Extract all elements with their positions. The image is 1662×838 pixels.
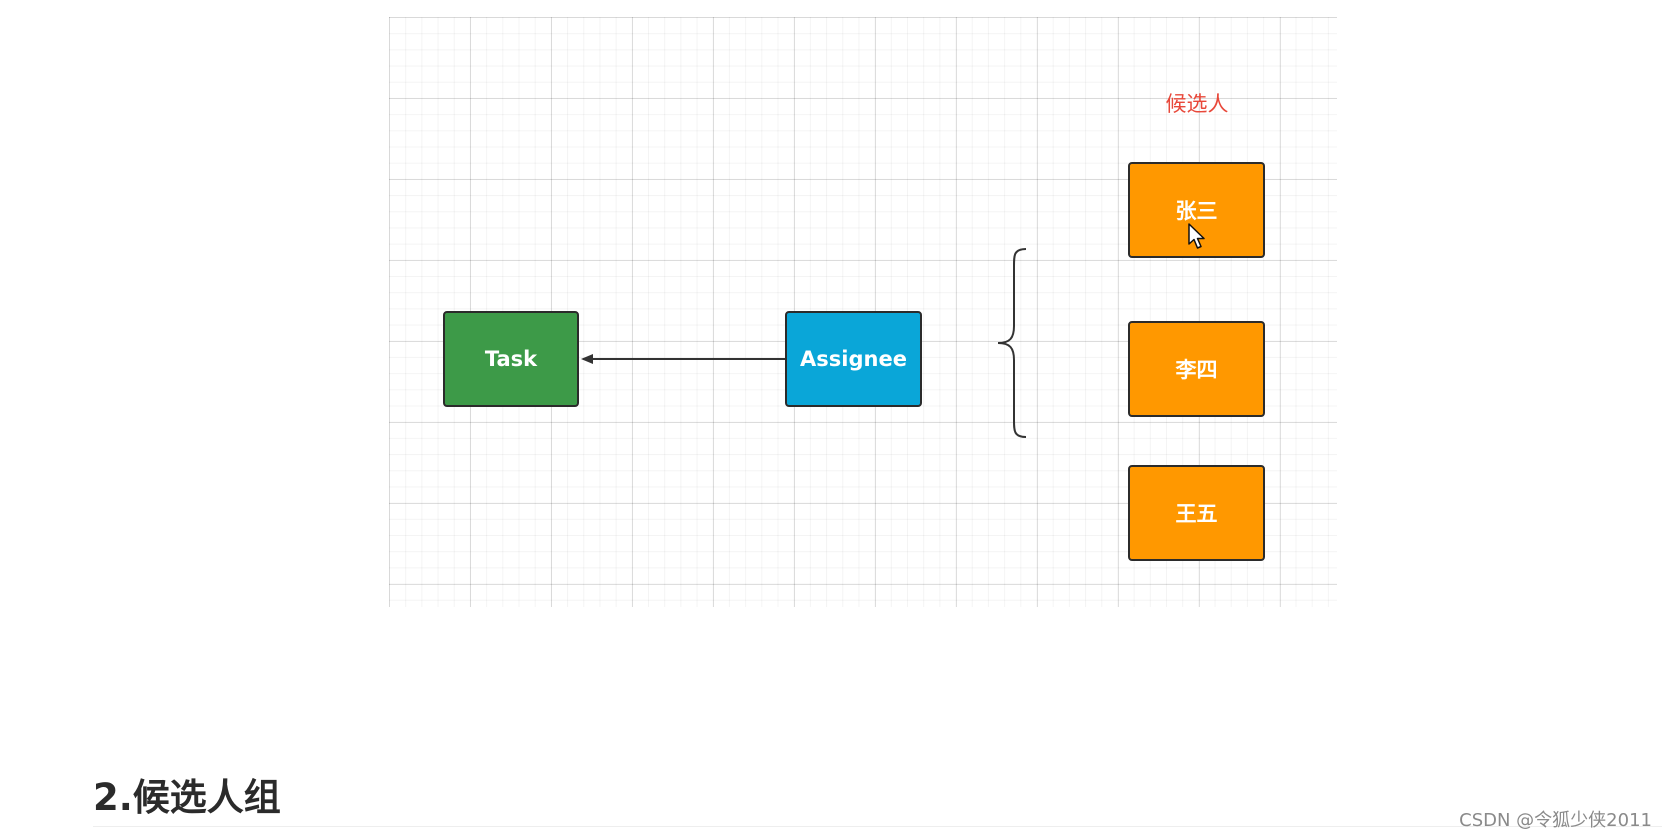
candidate-node-label: 张三 [1175,199,1218,223]
candidate-node-label: 王五 [1175,502,1218,526]
task-node: Task [443,311,579,407]
candidate-node-label: 李四 [1175,358,1218,382]
mouse-pointer-icon [1188,223,1205,249]
heading-divider [93,826,1662,827]
candidate-node: 王五 [1128,465,1265,561]
task-node-label: Task [484,347,538,371]
assignee-node-label: Assignee [800,347,907,371]
watermark: CSDN @令狐少侠2011 [1459,810,1652,831]
candidate-node: 李四 [1128,321,1265,417]
candidates-label: 候选人 [1165,92,1229,116]
section-heading: 2.候选人组 [93,776,281,819]
assignee-node: Assignee [785,311,922,407]
